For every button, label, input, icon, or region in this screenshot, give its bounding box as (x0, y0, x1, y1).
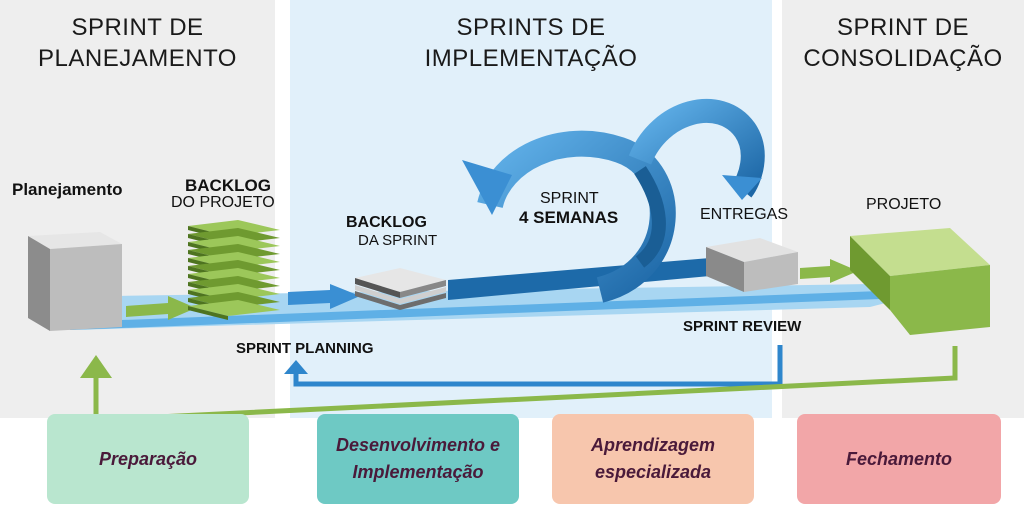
phase-card-development-line2: Implementação (352, 462, 484, 482)
phase-card-learning-line1: Aprendizagem (590, 435, 716, 455)
green-arrow-right (800, 259, 858, 283)
sprint-review-label: SPRINT REVIEW (683, 318, 802, 335)
project-label: PROJETO (866, 196, 942, 213)
phase-card-closing-label: Fechamento (845, 448, 953, 469)
sprint-duration-label: 4 SEMANAS (519, 208, 619, 227)
sprint-backlog-label-1: BACKLOG (346, 214, 427, 231)
sprint-label: SPRINT (540, 190, 599, 207)
blue-arrow-planning (288, 284, 360, 309)
implementation-title-line1: SPRINTS DE (456, 14, 606, 41)
sprint-review-feedback-arrow (284, 345, 783, 387)
backlog-slab (188, 260, 280, 276)
consolidation-feedback-arrow (80, 346, 958, 423)
backlog-slab (188, 268, 280, 284)
phase-card-preparation-label: Preparação (98, 448, 198, 469)
planning-column-title: SPRINT DE PLANEJAMENTO (0, 12, 275, 74)
deliveries-label: ENTREGAS (700, 206, 789, 223)
backlog-slab (188, 220, 280, 236)
backlog-slab (188, 236, 280, 252)
phase-card-development-line1: Desenvolvimento e (335, 435, 501, 455)
project-box (850, 228, 990, 335)
implementation-sprints-column: SPRINTS DE IMPLEMENTAÇÃO (290, 0, 772, 418)
project-backlog-stack (188, 220, 280, 320)
backlog-slab (188, 244, 280, 260)
sprint-backlog-stack (355, 268, 446, 310)
sprint-backlog-label-2: DA SPRINT (358, 232, 438, 249)
sprint-loop (448, 98, 765, 303)
backlog-slab (188, 300, 280, 316)
backlog-slab (188, 252, 280, 268)
conveyor-track (60, 284, 905, 330)
phase-card-preparation: Preparação (47, 414, 249, 504)
project-backlog-label-1: BACKLOG (185, 176, 271, 195)
backlog-slab (188, 228, 280, 244)
backlog-slab (188, 276, 280, 292)
consolidation-column-title: SPRINT DE CONSOLIDAÇÃO (782, 12, 1024, 74)
phase-card-closing: Fechamento (797, 414, 1001, 504)
consolidation-title-line1: SPRINT DE (836, 14, 970, 41)
phase-card-development: Desenvolvimento e Implementação (317, 414, 519, 504)
green-arrow-left (126, 296, 196, 320)
implementation-column-title: SPRINTS DE IMPLEMENTAÇÃO (290, 12, 772, 74)
project-backlog-label-2: DO PROJETO (171, 194, 275, 211)
phase-card-learning-line2: especializada (594, 462, 712, 482)
consolidation-title-line2: CONSOLIDAÇÃO (803, 45, 1003, 72)
planning-box (28, 232, 122, 331)
backlog-slab (188, 284, 280, 300)
planning-title-line2: PLANEJAMENTO (38, 45, 237, 72)
backlog-slab-edge (188, 306, 228, 320)
planning-title-line1: SPRINT DE (71, 14, 204, 41)
consolidation-sprint-column: SPRINT DE CONSOLIDAÇÃO (782, 0, 1024, 418)
implementation-title-line2: IMPLEMENTAÇÃO (424, 45, 638, 72)
deliveries-box (706, 238, 798, 292)
sprint-planning-label: SPRINT PLANNING (236, 340, 374, 357)
backlog-slab (188, 292, 280, 308)
planning-label: Planejamento (12, 180, 123, 199)
planning-sprint-column: SPRINT DE PLANEJAMENTO (0, 0, 275, 418)
phase-card-learning: Aprendizagem especializada (552, 414, 754, 504)
